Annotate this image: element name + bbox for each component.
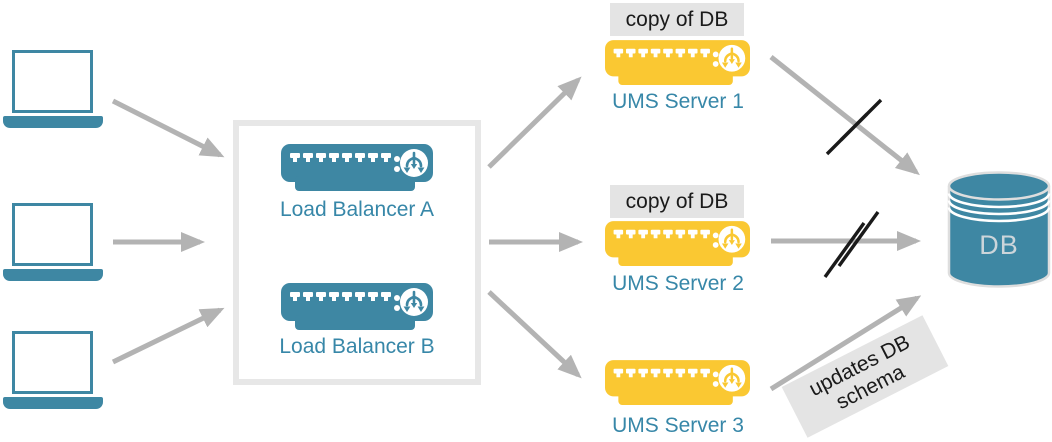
- ums-server-3-label: UMS Server 3: [612, 414, 744, 437]
- laptop-base: [3, 397, 103, 409]
- load-balancer-b-icon-row: [239, 283, 475, 331]
- laptop-screen: [12, 50, 93, 113]
- edge-lb-to-ums3: [487, 290, 582, 379]
- load-balancer-group-box: Load Balancer A: [233, 120, 481, 385]
- load-balancing-branch-icon: [723, 228, 740, 244]
- edge-client1-to-lb: [111, 98, 225, 158]
- load-balancing-branch-icon: [723, 47, 740, 63]
- rack-appliance-icon: [281, 283, 433, 330]
- load-balancer-a-icon-row: [239, 144, 475, 192]
- laptop-icon: [3, 331, 103, 409]
- laptop-screen: [12, 331, 93, 394]
- load-balancing-branch-icon: [405, 290, 423, 307]
- ums1-copy-of-db-badge: copy of DB: [610, 3, 744, 36]
- ums-server-1-label: UMS Server 1: [612, 90, 744, 113]
- laptop-icon: [3, 203, 103, 281]
- load-balancing-branch-icon: [405, 151, 423, 168]
- edge-ums1-to-db: [769, 55, 920, 176]
- laptop-base: [3, 116, 103, 128]
- laptop-screen: [12, 203, 93, 266]
- laptop-base: [3, 269, 103, 281]
- edge-ums3-to-db: [769, 295, 922, 392]
- rack-appliance-icon: [605, 221, 750, 266]
- slash-icon: [823, 222, 866, 278]
- crossed-out-marks: [823, 98, 883, 278]
- rack-appliance-icon: [281, 144, 433, 191]
- laptop-icon: [3, 50, 103, 128]
- slash-icon: [837, 211, 880, 267]
- load-balancer-a-label: Load Balancer A: [279, 198, 435, 221]
- edge-lb-to-ums1: [487, 76, 582, 169]
- load-balancer-b-label: Load Balancer B: [279, 335, 435, 358]
- load-balancing-branch-icon: [723, 367, 740, 383]
- slash-icon: [825, 112, 869, 156]
- ums2-copy-of-db-badge: copy of DB: [610, 185, 744, 218]
- rack-appliance-icon: [605, 360, 750, 405]
- ums-server-2-label: UMS Server 2: [612, 272, 744, 295]
- edge-client3-to-lb: [111, 307, 225, 365]
- db-label: DB: [979, 230, 1019, 260]
- rack-appliance-icon: [605, 40, 750, 85]
- database-cylinder-icon: DB: [947, 171, 1051, 288]
